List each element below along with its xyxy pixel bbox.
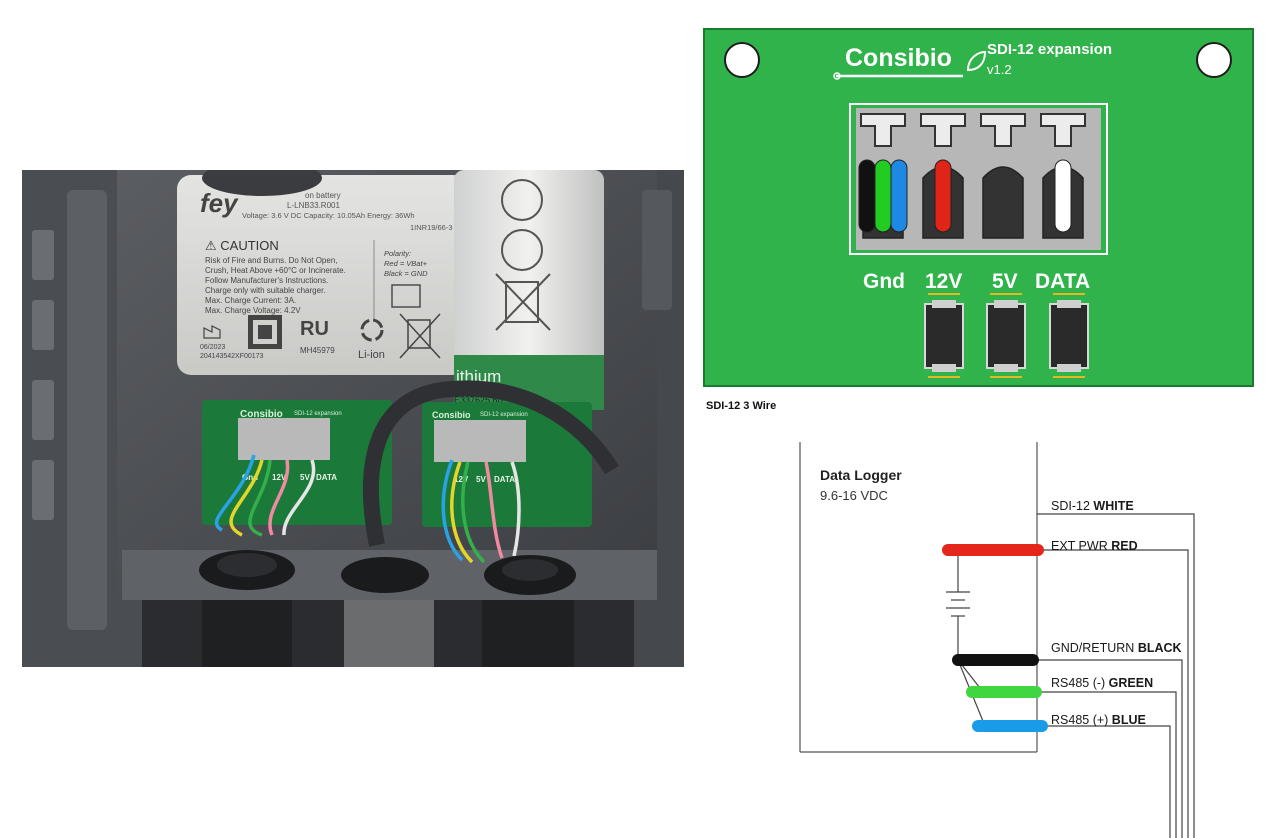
svg-text:Max. Charge Current: 3A.: Max. Charge Current: 3A. xyxy=(205,296,296,305)
caution-text: Risk of Fire and Burns. Do Not Open, Cru… xyxy=(205,256,346,315)
recycle-icon xyxy=(360,318,384,342)
board-wire xyxy=(890,159,908,233)
terminal-label-data: DATA xyxy=(1035,270,1090,293)
svg-text:06/2023: 06/2023 xyxy=(200,344,225,351)
board-wire xyxy=(874,159,892,233)
wire-green xyxy=(966,686,1177,838)
svg-text:Red = VBat+: Red = VBat+ xyxy=(384,259,428,268)
svg-text:12V: 12V xyxy=(454,475,469,484)
svg-text:Follow Manufacturer's Instruct: Follow Manufacturer's Instructions. xyxy=(205,276,328,285)
wire-label-rs485-neg: RS485 (-) GREEN xyxy=(1051,676,1153,690)
terminal-gnd xyxy=(858,113,908,239)
battery-brand: fey xyxy=(200,188,239,218)
svg-text:SDI-12 expansion: SDI-12 expansion xyxy=(480,412,528,418)
terminal-12v xyxy=(920,113,966,239)
leaf-icon xyxy=(966,50,987,72)
wiring-title: SDI-12 3 Wire xyxy=(706,400,777,412)
svg-text:5V: 5V xyxy=(300,473,310,482)
terminal-label-12v: 12V xyxy=(925,270,962,293)
pcb-left-connector xyxy=(238,418,330,460)
svg-text:on battery: on battery xyxy=(305,191,341,200)
lithium-cell xyxy=(454,170,604,410)
board-wire xyxy=(858,159,876,233)
polarity-text: Polarity: Red = VBat+ Black = GND xyxy=(384,249,428,278)
board-wire xyxy=(1054,159,1072,233)
battery-symbol xyxy=(946,551,986,727)
svg-text:MH45979: MH45979 xyxy=(300,346,335,355)
logger-voltage: 9.6-16 VDC xyxy=(820,488,888,503)
logger-title: Data Logger xyxy=(820,467,902,483)
wire-label-ext-pwr: EXT PWR RED xyxy=(1051,539,1138,553)
board-version: v1.2 xyxy=(987,62,1012,77)
svg-text:E337625 6/2: E337625 6/2 xyxy=(454,395,505,405)
svg-text:Li-ion: Li-ion xyxy=(358,349,385,361)
bin-crossed-icon xyxy=(399,313,441,359)
svg-text:Consibio: Consibio xyxy=(240,409,283,420)
wire-label-sdi12: SDI-12 WHITE xyxy=(1051,499,1134,513)
wire-red xyxy=(942,544,1189,838)
terminal-label-5v: 5V xyxy=(992,270,1018,293)
wire-blue xyxy=(972,720,1171,838)
ul-mark: RU xyxy=(300,318,329,340)
svg-text:5V: 5V xyxy=(476,475,486,484)
svg-text:Max. Charge Voltage: 4.2V: Max. Charge Voltage: 4.2V xyxy=(205,306,301,315)
enclosure-photo: fey on battery L-LNB33.R001 Voltage: 3.6… xyxy=(22,170,684,667)
mounting-hole-right xyxy=(1196,42,1232,78)
svg-text:Polarity:: Polarity: xyxy=(384,249,411,258)
wire-label-gnd: GND/RETURN BLACK xyxy=(1051,641,1182,655)
svg-text:Charge only with suitable char: Charge only with suitable charger. xyxy=(205,286,326,295)
board-brand: Consibio xyxy=(845,44,952,72)
board-wire xyxy=(934,159,952,233)
svg-text:Risk of Fire and Burns. Do Not: Risk of Fire and Burns. Do Not Open, xyxy=(205,256,338,265)
sdi12-wiring-diagram: Data Logger 9.6-16 VDC SDI-12 WHITE EXT … xyxy=(799,442,1195,838)
svg-text:12V: 12V xyxy=(272,473,287,482)
pcb-right-connector xyxy=(434,420,526,462)
svg-text:SDI-12 expansion: SDI-12 expansion xyxy=(294,411,342,417)
smd-components xyxy=(924,293,1089,378)
sdi12-expansion-board: Consibio SDI-12 expansion v1.2 Gnd 12V 5… xyxy=(703,28,1254,387)
board-title: SDI-12 expansion xyxy=(987,41,1112,58)
wire-white xyxy=(1037,513,1195,838)
svg-text:Consibio: Consibio xyxy=(432,410,471,420)
terminal-label-gnd: Gnd xyxy=(863,270,905,293)
svg-text:1INR19/66-3: 1INR19/66-3 xyxy=(410,223,453,232)
cable-glands xyxy=(199,550,576,667)
svg-text:Crush, Heat Above +60°C or Inc: Crush, Heat Above +60°C or Incinerate. xyxy=(205,266,346,275)
wire-black xyxy=(952,654,1183,838)
svg-text:Gnd: Gnd xyxy=(242,473,258,482)
svg-text:Black = GND: Black = GND xyxy=(384,269,428,278)
terminal-5v xyxy=(980,113,1026,239)
manual-icon xyxy=(391,284,421,308)
terminal-data xyxy=(1040,113,1086,239)
svg-text:204143542XF00173: 204143542XF00173 xyxy=(200,353,264,360)
wire-label-rs485-pos: RS485 (+) BLUE xyxy=(1051,713,1146,727)
factory-icon xyxy=(203,325,221,339)
caution-title: ⚠ CAUTION xyxy=(205,238,279,253)
terminal-block-frame xyxy=(849,103,1108,255)
mounting-hole-left xyxy=(724,42,760,78)
svg-text:L-LNB33.R001: L-LNB33.R001 xyxy=(287,201,340,210)
cable-loop xyxy=(362,380,619,547)
svg-text:DATA: DATA xyxy=(316,473,337,482)
svg-text:DATA: DATA xyxy=(494,475,515,484)
svg-text:Voltage: 3.6 V DC Capacity: 1: Voltage: 3.6 V DC Capacity: 10.05Ah Ener… xyxy=(242,211,415,220)
